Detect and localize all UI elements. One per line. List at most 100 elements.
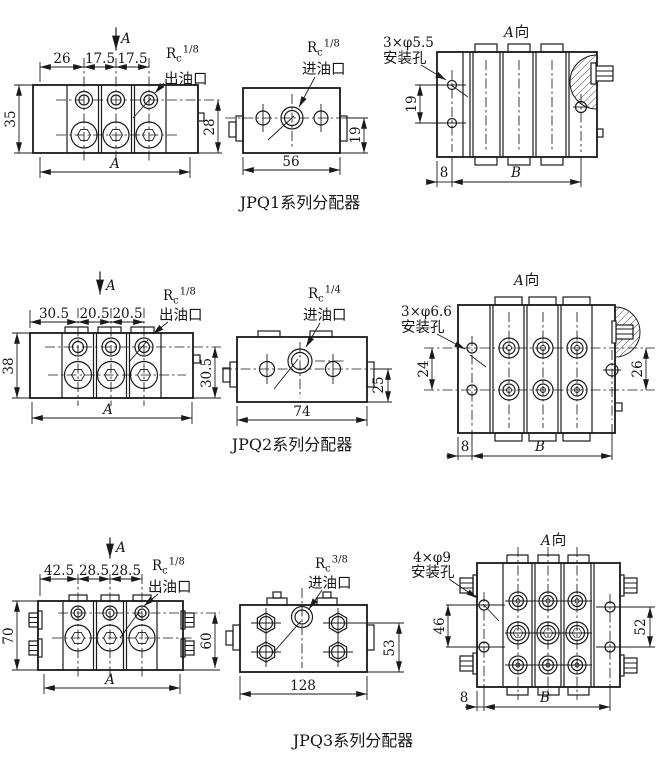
outlet-thread-label: Rc1/8 <box>163 287 196 307</box>
ports <box>506 591 589 675</box>
inlet-port-callout: Rc1/4 进油口 <box>273 285 347 390</box>
body-outline <box>436 43 614 166</box>
a-view-label: A向 <box>502 24 529 41</box>
inlet-port-name: 进油口 <box>308 575 352 592</box>
view-direction-label: A向 <box>539 532 566 549</box>
section-arrow: A <box>112 27 131 51</box>
right-dim-label: 53 <box>382 639 398 656</box>
section-label: A <box>114 540 126 556</box>
holes-spec-label: 4×φ9 <box>413 550 451 566</box>
outlet-thread-label: Rc1/8 <box>152 557 185 577</box>
top-dim-3-label: 20.5 <box>112 306 142 322</box>
width-dim-label: A <box>101 402 113 418</box>
holes-spec-label: 3×φ5.5 <box>383 35 434 51</box>
top-dim-1-label: 30.5 <box>39 306 69 322</box>
jpq3-plan-view: 128 53 Rc3/8 进油口 <box>225 555 404 700</box>
width-dim-label: 56 <box>282 154 299 170</box>
holes-name-label: 安装孔 <box>401 319 445 336</box>
ports <box>70 90 163 149</box>
view-direction-label: A向 <box>512 272 539 289</box>
mounting-holes-callout: 3×φ5.5 安装孔 <box>383 35 469 98</box>
ports <box>255 106 329 130</box>
offset-dim-label: 8 <box>460 690 469 706</box>
body-outline <box>228 87 348 154</box>
top-dim-2-label: 20.5 <box>79 306 109 322</box>
series-caption-jpq1: JPQ1系列分配器 <box>238 193 360 212</box>
ports <box>498 337 588 401</box>
outlet-port-callout: Rc1/8 出油口 <box>119 557 192 639</box>
top-dim-1-label: 26 <box>53 51 70 67</box>
jpq2-plan-view: 74 25 Rc1/4 进油口 <box>222 285 392 426</box>
dimensions: 24 26 8 B <box>416 348 649 460</box>
view-direction-label: A向 <box>502 24 529 41</box>
inlet-port-callout: Rc3/8 进油口 <box>272 555 352 654</box>
jpq3-front-view: 42.5 28.5 28.5 70 60 A A Rc1/8 出油口 <box>1 537 220 694</box>
section-label: A <box>119 31 131 47</box>
mounting-holes-callout: 3×φ6.6 安装孔 <box>401 304 487 368</box>
jpq2-front-view: 30.5 20.5 20.5 38 30.5 A A Rc1/8 出油口 <box>1 271 221 424</box>
offset-dim-label: 8 <box>461 439 470 455</box>
top-dim-2-label: 28.5 <box>79 563 109 579</box>
port-spacing-label: 52 <box>633 618 649 635</box>
ports <box>256 605 348 663</box>
top-dim-3-label: 28.5 <box>111 563 141 579</box>
outlet-port-name: 出油口 <box>164 71 208 88</box>
jpq1-side-view: 19 8 B A向 3×φ5.5 安装孔 <box>383 24 614 187</box>
dimensions: 26 17.5 17.5 35 28 A <box>3 51 222 178</box>
width-dim-label: 128 <box>290 678 316 694</box>
inlet-thread-label: Rc3/8 <box>315 555 348 575</box>
height-dim-label: 38 <box>1 357 17 374</box>
section-label: A <box>104 278 116 294</box>
holes-spec-label: 3×φ6.6 <box>401 304 452 320</box>
jpq1-front-view: 26 17.5 17.5 35 28 A A Rc1/8 出油口 <box>3 27 222 178</box>
centerlines <box>52 574 220 678</box>
inlet-thread-label: Rc1/4 <box>308 285 341 305</box>
body-outline <box>28 594 195 671</box>
dimensions: 30.5 20.5 20.5 38 30.5 A <box>1 306 221 424</box>
jpq3-side-view: 46 52 8 B A向 4×φ9 安装孔 <box>411 532 655 711</box>
ports <box>64 605 156 652</box>
body-outline <box>32 84 205 154</box>
inlet-port-name: 进油口 <box>302 61 346 78</box>
width-dim-label: 74 <box>293 404 310 420</box>
body-outline <box>225 591 375 673</box>
centerlines <box>451 60 582 152</box>
jpq1-plan-view: 56 19 Rc1/8 进油口 <box>225 39 368 175</box>
hole-spacing-label: 46 <box>432 617 448 634</box>
holes-name-label: 安装孔 <box>411 564 455 581</box>
dimensions: 42.5 28.5 28.5 70 60 A <box>1 563 220 694</box>
width-dim-label: A <box>108 156 120 172</box>
dimensions: 46 52 8 B <box>432 605 653 711</box>
top-dim-2-label: 17.5 <box>85 51 115 67</box>
body-outline <box>222 330 375 403</box>
depth-dim-label: B <box>534 439 545 455</box>
section-arrow: A <box>106 537 126 559</box>
centerlines <box>225 94 355 149</box>
body-outline <box>29 326 201 399</box>
section-arrow: A <box>96 271 116 295</box>
ports <box>258 348 342 378</box>
series-caption-jpq2: JPQ2系列分配器 <box>230 435 352 454</box>
mounting-holes <box>466 342 478 396</box>
top-dim-1-label: 42.5 <box>44 563 74 579</box>
mounting-holes <box>415 79 466 129</box>
right-dim-label: 60 <box>199 632 215 649</box>
dimensions: 56 19 <box>242 117 368 175</box>
height-dim-label: 70 <box>1 627 17 644</box>
ports <box>63 337 159 390</box>
depth-dim-label: B <box>510 165 521 181</box>
right-dim-label: 25 <box>371 376 387 393</box>
inlet-port-callout: Rc1/8 进油口 <box>267 39 346 141</box>
dimensions: 19 8 B <box>404 85 582 187</box>
right-dim-label: 28 <box>202 118 218 135</box>
centerlines <box>56 58 221 162</box>
port-spacing-label: 26 <box>630 360 646 377</box>
hole-spacing-label: 24 <box>416 360 432 377</box>
inlet-port-name: 进油口 <box>303 307 347 324</box>
jpq2-side-view: 24 26 8 B A向 3×φ6.6 安装孔 <box>401 272 655 460</box>
holes-name-label: 安装孔 <box>383 50 427 67</box>
top-dim-3-label: 17.5 <box>117 51 147 67</box>
right-dim-label: 30.5 <box>199 358 215 388</box>
